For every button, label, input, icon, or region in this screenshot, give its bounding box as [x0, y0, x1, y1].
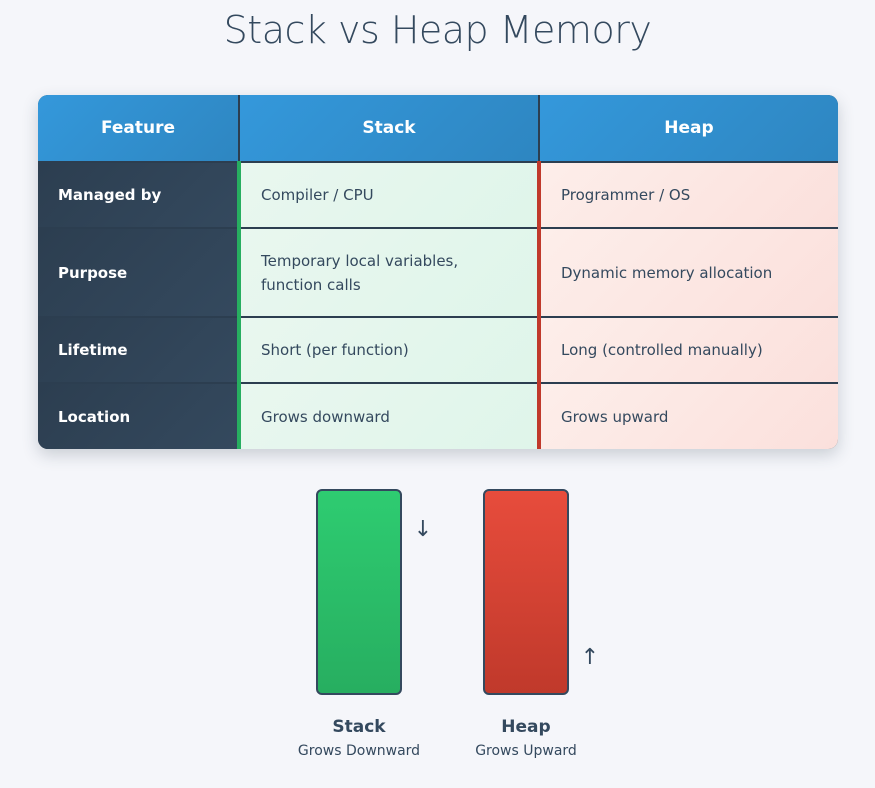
- arrow-up-icon: ↑: [580, 645, 600, 670]
- stack-cell: Short (per function): [237, 317, 539, 384]
- feature-cell: Location: [38, 383, 239, 449]
- feature-cell: Purpose: [38, 228, 239, 318]
- header-stack: Stack: [239, 95, 540, 163]
- page-title: Stack vs Heap Memory: [223, 8, 652, 52]
- heap-cell: Long (controlled manually): [537, 317, 838, 384]
- stack-cell: Temporary local variables, function call…: [237, 228, 539, 318]
- heap-cell: Dynamic memory allocation: [537, 228, 838, 318]
- arrow-down-icon: ↓: [413, 517, 433, 542]
- stack-cell: Compiler / CPU: [237, 162, 539, 229]
- heap-block: [483, 489, 569, 695]
- stack-label: Stack: [332, 717, 386, 737]
- stack-cell: Grows downward: [237, 383, 539, 449]
- header-feature: Feature: [38, 95, 240, 163]
- comparison-table: Feature Stack Heap Managed by Compiler /…: [38, 95, 838, 449]
- stack-block: [316, 489, 402, 695]
- comparison-table-container: Feature Stack Heap Managed by Compiler /…: [38, 95, 838, 449]
- table-row: Location Grows downward Grows upward: [38, 383, 838, 449]
- heap-cell: Grows upward: [537, 383, 838, 449]
- table-row: Lifetime Short (per function) Long (cont…: [38, 317, 838, 384]
- feature-cell: Lifetime: [38, 317, 239, 384]
- feature-cell: Managed by: [38, 162, 239, 229]
- table-header-row: Feature Stack Heap: [38, 95, 838, 163]
- header-heap: Heap: [539, 95, 838, 163]
- heap-cell: Programmer / OS: [537, 162, 838, 229]
- stack-sublabel: Grows Downward: [297, 743, 421, 759]
- table-row: Managed by Compiler / CPU Programmer / O…: [38, 162, 838, 229]
- heap-sublabel: Grows Upward: [475, 743, 577, 759]
- heap-label: Heap: [501, 717, 551, 737]
- table-row: Purpose Temporary local variables, funct…: [38, 228, 838, 318]
